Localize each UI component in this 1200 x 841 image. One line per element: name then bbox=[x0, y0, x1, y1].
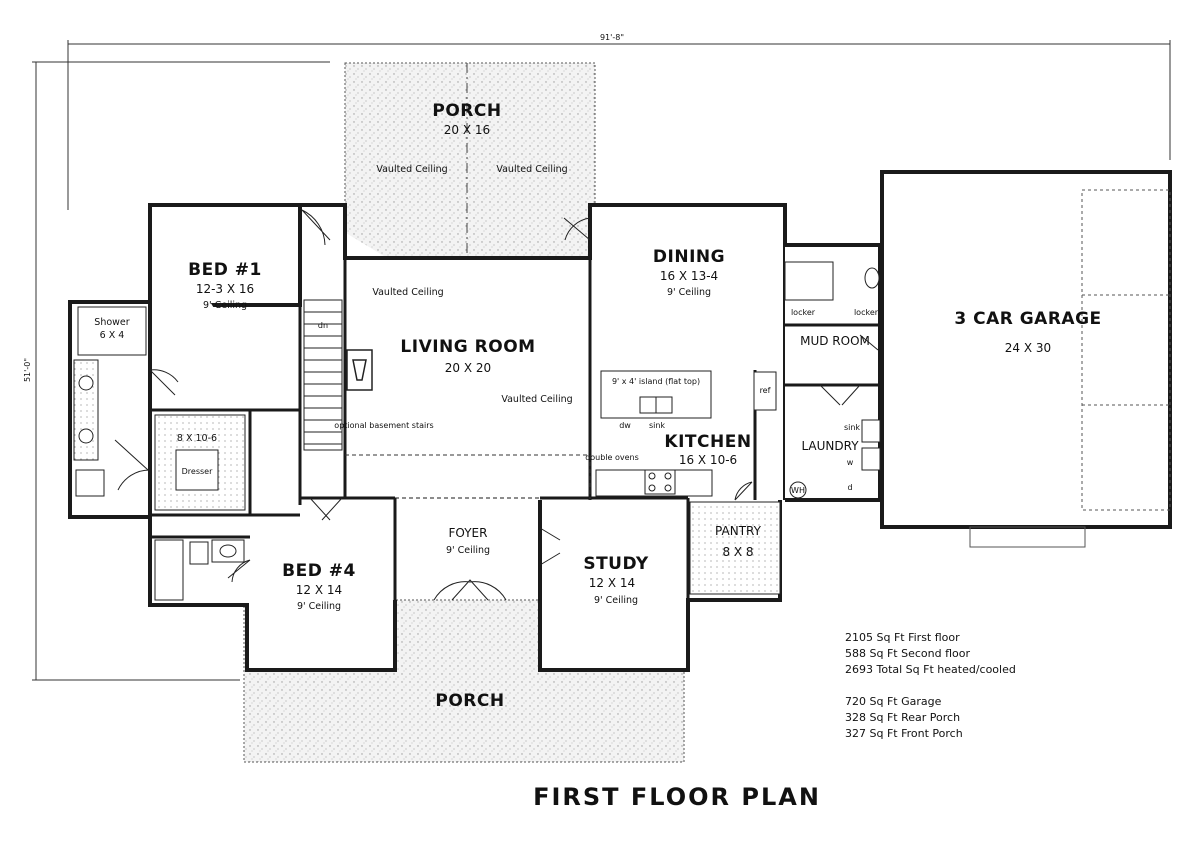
stat-first-floor: 2105 Sq Ft First floor bbox=[845, 631, 960, 644]
kitchen-size: 16 X 10-6 bbox=[679, 453, 737, 467]
stat-garage: 720 Sq Ft Garage bbox=[845, 695, 942, 708]
dimension-lines bbox=[32, 40, 1171, 681]
stairs-marker: dn bbox=[318, 321, 328, 330]
rear-porch-vault-left: Vaulted Ceiling bbox=[376, 164, 447, 175]
shower-name: Shower bbox=[94, 317, 129, 328]
living-vault-right: Vaulted Ceiling bbox=[501, 394, 572, 405]
square-footage-list: 2105 Sq Ft First floor 588 Sq Ft Second … bbox=[845, 631, 1016, 740]
stat-front-porch: 327 Sq Ft Front Porch bbox=[845, 727, 963, 740]
stat-rear-porch: 328 Sq Ft Rear Porch bbox=[845, 711, 960, 724]
bed4-ceiling: 9' Ceiling bbox=[297, 601, 341, 612]
rear-porch-size: 20 X 16 bbox=[444, 123, 490, 137]
stat-total: 2693 Total Sq Ft heated/cooled bbox=[845, 663, 1016, 676]
garage bbox=[880, 170, 1172, 548]
rear-porch-vault-right: Vaulted Ceiling bbox=[496, 164, 567, 175]
foyer-ceiling: 9' Ceiling bbox=[446, 545, 490, 556]
rear-porch bbox=[344, 62, 596, 259]
study-ceiling: 9' Ceiling bbox=[594, 595, 638, 606]
stairs bbox=[303, 299, 343, 451]
stairs-note: optional basement stairs bbox=[334, 421, 433, 430]
dw-label: dw bbox=[619, 421, 631, 430]
study-name: STUDY bbox=[583, 554, 649, 574]
garage-size: 24 X 30 bbox=[1005, 341, 1051, 355]
bed1-name: BED #1 bbox=[188, 260, 262, 280]
plan-title: FIRST FLOOR PLAN bbox=[533, 783, 821, 811]
rear-porch-name: PORCH bbox=[432, 101, 501, 121]
dining-size: 16 X 13-4 bbox=[660, 269, 718, 283]
laundry-w: w bbox=[847, 458, 854, 467]
study-size: 12 X 14 bbox=[589, 576, 635, 590]
shower-size: 6 X 4 bbox=[100, 330, 125, 341]
interior-walls bbox=[150, 258, 880, 600]
bed4-size: 12 X 14 bbox=[296, 583, 342, 597]
living-vault-left: Vaulted Ceiling bbox=[372, 287, 443, 298]
ref-label: ref bbox=[760, 386, 771, 395]
dashed-openings bbox=[345, 454, 591, 500]
water-heater-label: WH bbox=[791, 486, 805, 495]
kitchen-fixtures bbox=[595, 261, 881, 595]
garage-name: 3 CAR GARAGE bbox=[954, 309, 1101, 329]
pantry-name: PANTRY bbox=[715, 524, 762, 538]
locker-right-label: locker bbox=[854, 308, 879, 317]
mud-room-name: MUD ROOM bbox=[800, 334, 870, 348]
laundry-d: d bbox=[847, 483, 852, 492]
dining-name: DINING bbox=[653, 247, 725, 267]
foyer-name: FOYER bbox=[449, 526, 488, 540]
ovens-label: double ovens bbox=[585, 453, 639, 462]
bed4-name: BED #4 bbox=[282, 561, 356, 581]
laundry-sink: sink bbox=[844, 423, 860, 432]
living-room-size: 20 X 20 bbox=[445, 361, 491, 375]
living-room-name: LIVING ROOM bbox=[400, 337, 535, 357]
bed1-ceiling: 9' Ceiling bbox=[203, 300, 247, 311]
dining-ceiling: 9' Ceiling bbox=[667, 287, 711, 298]
sink-label: sink bbox=[649, 421, 665, 430]
closet-dresser: Dresser bbox=[182, 467, 213, 476]
depth-dimension: 51'-0" bbox=[23, 358, 32, 382]
locker-left-label: locker bbox=[791, 308, 816, 317]
bathroom-fixtures bbox=[73, 306, 246, 601]
pantry-size: 8 X 8 bbox=[722, 545, 753, 559]
closet-size: 8 X 10-6 bbox=[177, 433, 217, 444]
kitchen-name: KITCHEN bbox=[664, 432, 751, 452]
width-dimension: 91'-8" bbox=[600, 33, 624, 42]
bed1-size: 12-3 X 16 bbox=[196, 282, 254, 296]
fireplace bbox=[346, 349, 373, 391]
island-label: 9' x 4' island (flat top) bbox=[612, 377, 700, 386]
laundry-name: LAUNDRY bbox=[801, 439, 859, 453]
door-swings bbox=[114, 209, 879, 601]
front-porch-name: PORCH bbox=[435, 691, 504, 711]
stat-second-floor: 588 Sq Ft Second floor bbox=[845, 647, 970, 660]
